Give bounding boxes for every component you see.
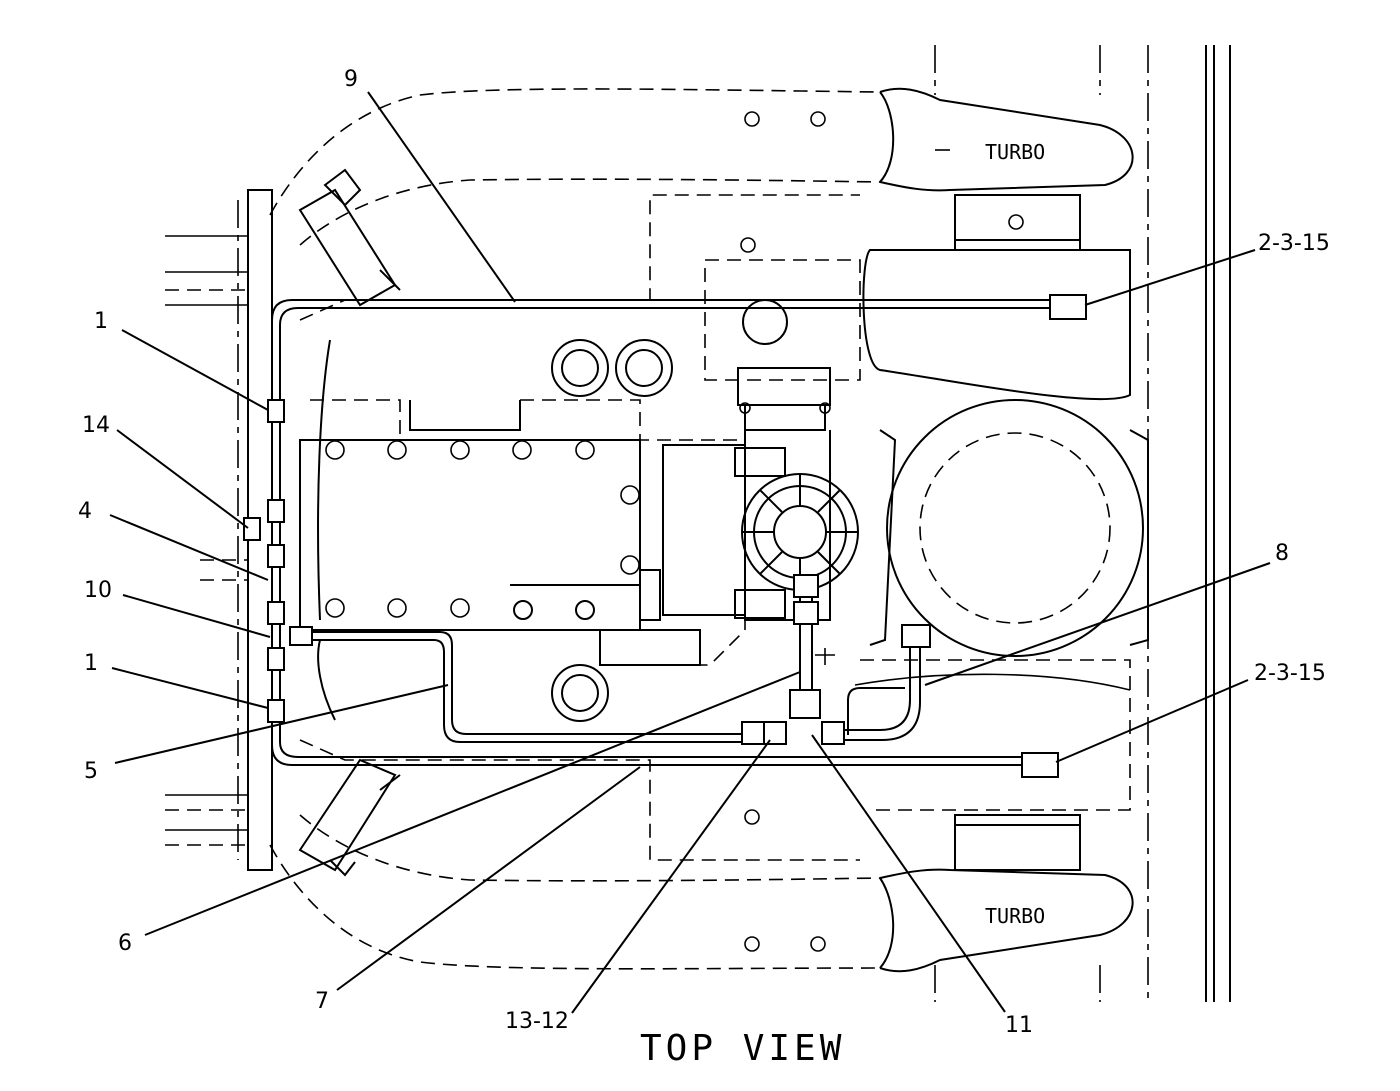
tube-lines (271, 299, 1060, 766)
callout-11: 11 (1005, 1013, 1033, 1038)
callout-4: 4 (78, 499, 92, 524)
callout-1-bottom: 1 (84, 651, 98, 676)
view-title: TOP VIEW (640, 1028, 845, 1069)
bottom-exhaust-manifold (269, 758, 1134, 973)
callout-1-top: 1 (94, 309, 108, 334)
leader-lines (109, 91, 1271, 1014)
callout-8: 8 (1275, 541, 1289, 566)
callout-14: 14 (82, 413, 110, 438)
callout-10: 10 (84, 578, 112, 603)
turbo-label-top: TURBO (985, 140, 1045, 164)
air-cleaner (869, 399, 1149, 657)
callout-13-12: 13-12 (505, 1009, 569, 1034)
callout-6: 6 (118, 931, 132, 956)
callout-2-3-15-top: 2-3-15 (1258, 231, 1330, 256)
callout-5: 5 (84, 759, 98, 784)
engine-block (299, 194, 1131, 861)
frame-rails (934, 45, 1231, 1002)
callout-7: 7 (315, 989, 329, 1014)
callout-9: 9 (344, 67, 358, 92)
turbo-label-bottom: TURBO (985, 904, 1045, 928)
fittings (243, 294, 1087, 778)
top-exhaust-manifold (269, 87, 1134, 307)
callout-2-3-15-bottom: 2-3-15 (1254, 661, 1326, 686)
